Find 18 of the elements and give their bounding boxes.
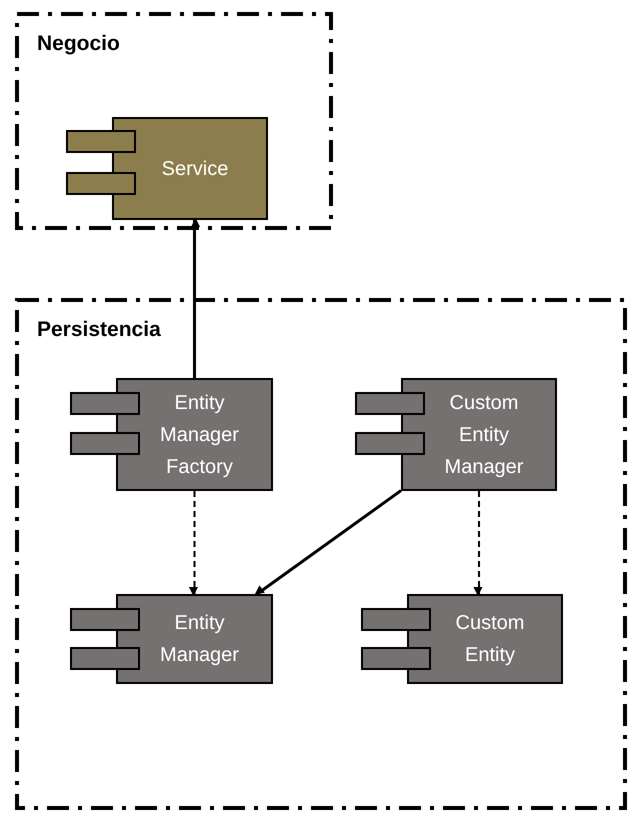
arrow [254,489,402,596]
component-label: Entity Manager Factory [159,390,240,480]
package-frame [15,12,333,230]
component-box [361,594,563,684]
component-box [70,378,273,491]
package-title: Persistencia [37,318,161,342]
package-frame [15,298,627,810]
component-box [70,594,273,684]
package-title: Negocio [37,32,120,56]
component-box [66,117,268,220]
component-label: Custom Entity [454,611,526,668]
dependency-arrow [473,491,482,596]
dependency-arrow [188,491,198,596]
component-label: Custom Entity Manager [444,390,524,480]
component-label: Entity Manager [159,611,240,668]
arrow [191,218,200,378]
component-box [355,378,557,491]
component-label: Service [160,156,230,182]
